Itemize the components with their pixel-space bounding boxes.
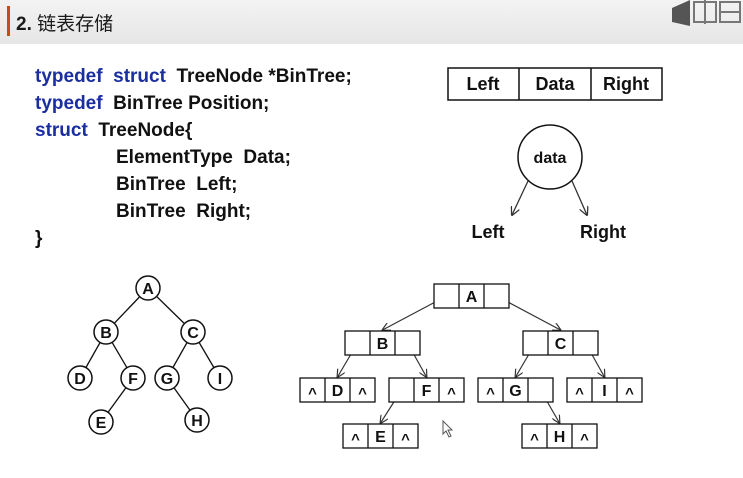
node-circle: [517, 124, 583, 190]
left-pointer-arrow: [512, 180, 529, 215]
linked-node-label: H: [554, 429, 566, 446]
binary-tree: [79, 287, 221, 423]
section-number: 2.: [16, 14, 32, 35]
keyword-typedef: typedef: [35, 93, 103, 114]
code-closing-brace: }: [35, 228, 43, 249]
null-pointer-mark: ^: [486, 385, 495, 402]
section-title-text: 链表存储: [37, 14, 114, 35]
section-title: 2. 链表存储: [16, 9, 113, 36]
node-circle-data-label: data: [534, 150, 567, 167]
linked-tree-pointers: [338, 295, 605, 423]
tree-node-label: F: [128, 371, 138, 388]
code-line-2-rest: BinTree Position;: [113, 93, 270, 114]
null-pointer-mark: ^: [308, 385, 317, 402]
tree-node-C: C: [180, 319, 206, 345]
code-line-3-rest: TreeNode{: [98, 120, 193, 141]
linked-node-D: D ^ ^: [299, 377, 376, 403]
tree-node-label: C: [187, 325, 199, 342]
linked-node-G: G^: [477, 377, 554, 403]
null-pointer-mark: ^: [351, 431, 360, 448]
keyword-struct: struct: [113, 66, 166, 87]
linked-node-label: I: [602, 383, 606, 400]
keyword-struct: struct: [35, 120, 88, 141]
tree-node-A: A: [135, 275, 161, 301]
linked-node-E: E ^ ^: [342, 423, 419, 449]
code-field-3: BinTree Right;: [116, 201, 252, 222]
tree-node-label: D: [74, 371, 86, 388]
right-pointer-arrow: [571, 180, 587, 215]
code-line-2: typedef BinTree Position;: [35, 93, 269, 115]
node-circle-left-label: Left: [472, 222, 505, 242]
code-line-1: typedef struct TreeNode *BinTree;: [35, 66, 352, 88]
tree-node-label: B: [100, 325, 112, 342]
null-pointer-mark: ^: [580, 431, 589, 448]
null-pointer-mark: ^: [358, 385, 367, 402]
keyword-typedef: typedef: [35, 66, 103, 87]
linked-node-A: A: [433, 283, 510, 309]
null-pointer-mark: ^: [530, 431, 539, 448]
tree-node-B: B: [93, 319, 119, 345]
tree-nodes: A B C D F G I E H: [67, 275, 233, 435]
null-pointer-mark: ^: [575, 385, 584, 402]
tree-node-label: H: [191, 413, 203, 430]
linked-node-F: F^: [388, 377, 465, 403]
tree-node-F: F: [120, 365, 146, 391]
linked-node-label: A: [466, 289, 478, 306]
corner-logo-icon: [672, 0, 741, 26]
code-line-3: struct TreeNode{: [35, 120, 192, 142]
tree-node-label: G: [161, 371, 173, 388]
linked-node-I: I ^ ^: [566, 377, 643, 403]
null-pointer-mark: ^: [625, 385, 634, 402]
code-field-2: BinTree Left;: [116, 174, 238, 195]
tree-node-E: E: [88, 409, 114, 435]
node-circle-figure: data Left Right: [472, 124, 626, 242]
linked-node-label: F: [422, 383, 432, 400]
tree-node-label: I: [218, 371, 222, 388]
layout-right-label: Right: [603, 74, 649, 94]
linked-node-B: B: [344, 330, 421, 356]
tree-node-G: G: [154, 365, 180, 391]
tree-node-H: H: [184, 407, 210, 433]
layout-left-label: Left: [467, 74, 500, 94]
linked-node-C: C: [522, 330, 599, 356]
linked-node-H: H ^ ^: [521, 423, 598, 449]
tree-node-label: A: [142, 281, 154, 298]
null-pointer-mark: ^: [401, 431, 410, 448]
mouse-cursor-icon: [442, 419, 454, 438]
linked-node-label: C: [555, 336, 567, 353]
header-band: [0, 0, 743, 44]
null-pointer-mark: ^: [447, 385, 456, 402]
linked-node-label: D: [332, 383, 344, 400]
code-line-1-rest: TreeNode *BinTree;: [176, 66, 352, 87]
linked-node-label: E: [375, 429, 386, 446]
linked-node-label: G: [509, 383, 521, 400]
code-field-1: ElementType Data;: [116, 147, 291, 168]
accent-rule: [7, 6, 10, 36]
tree-node-label: E: [96, 415, 107, 432]
layout-data-label: Data: [535, 74, 575, 94]
linked-node-label: B: [377, 336, 389, 353]
node-circle-right-label: Right: [580, 222, 626, 242]
tree-node-D: D: [67, 365, 93, 391]
node-layout-box: Left Data Right: [447, 67, 663, 101]
tree-node-I: I: [207, 365, 233, 391]
